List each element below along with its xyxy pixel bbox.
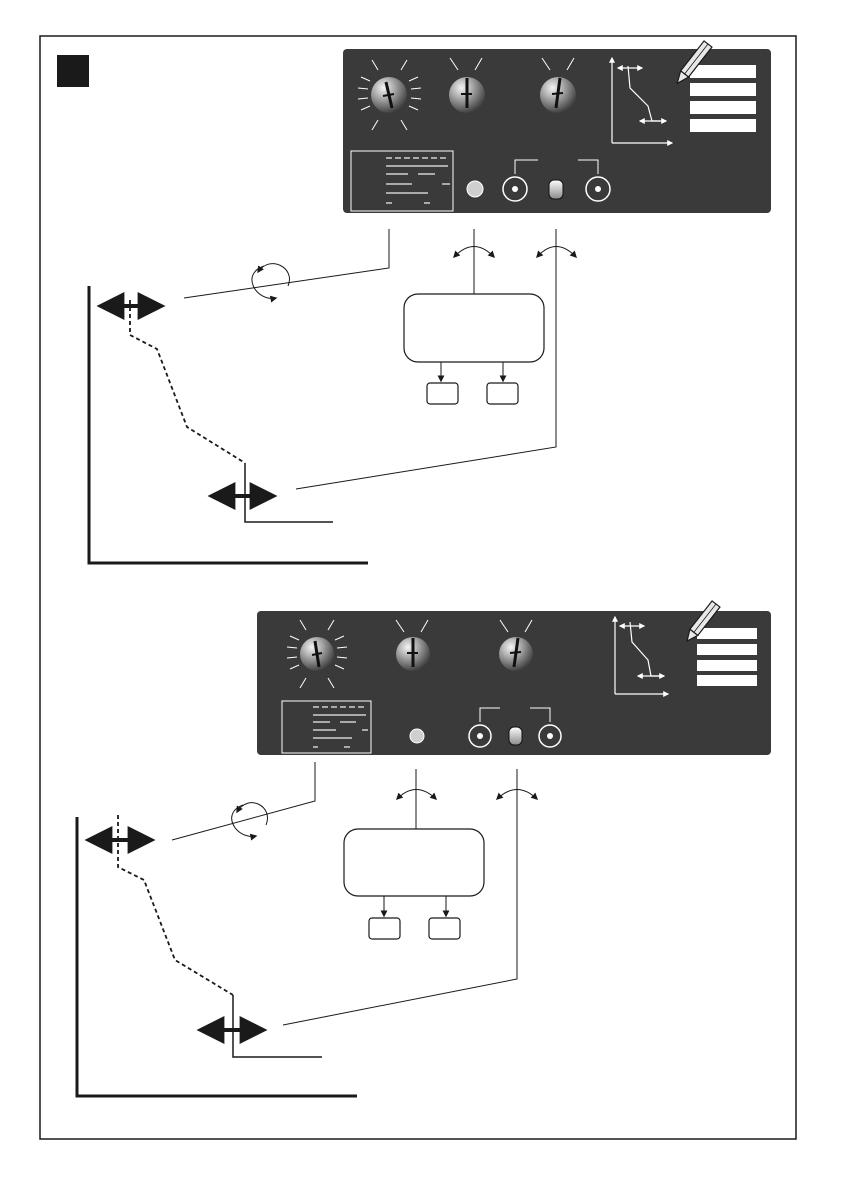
indicator-led [410, 729, 424, 743]
toggle-switch[interactable] [549, 180, 563, 199]
toggle-switch[interactable] [509, 727, 522, 745]
jack-left[interactable] [503, 177, 527, 201]
process-block-bottom [344, 829, 484, 939]
process-block-top [404, 294, 544, 404]
curve-graph-bottom [77, 815, 357, 1096]
step-marker [57, 55, 89, 87]
rotate-arrows-top [252, 247, 576, 299]
control-panel-bottom [257, 601, 771, 755]
jack-left[interactable] [469, 725, 491, 747]
indicator-led [467, 181, 483, 197]
jack-right[interactable] [539, 725, 561, 747]
control-panel-top [343, 41, 771, 213]
jack-right[interactable] [586, 177, 610, 201]
curve-graph-top [89, 286, 368, 563]
